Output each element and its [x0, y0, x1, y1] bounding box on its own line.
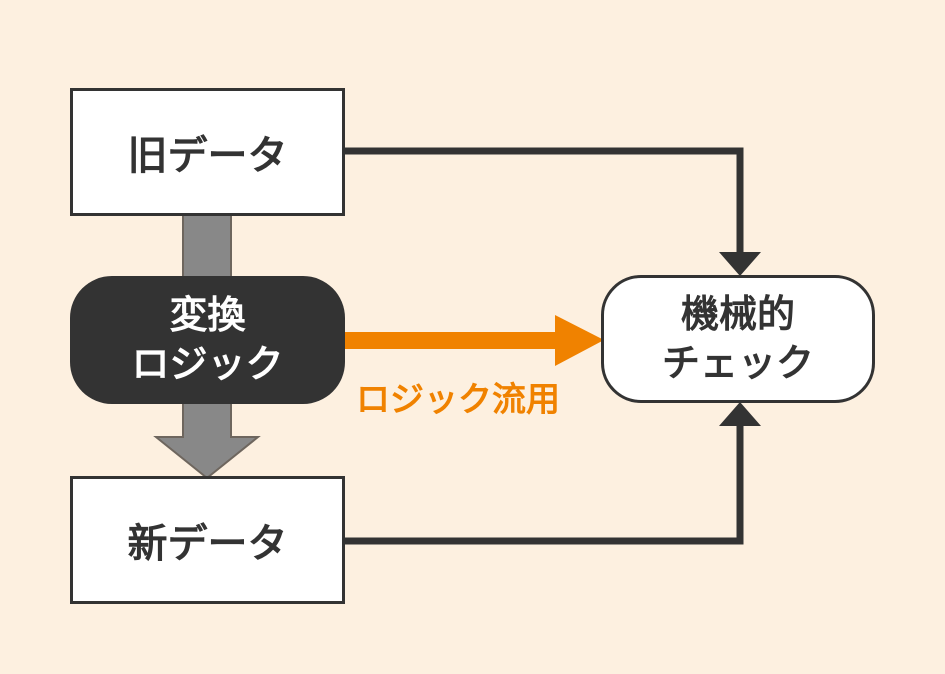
node-new-data: 新データ — [70, 476, 345, 604]
node-old-data: 旧データ — [70, 88, 345, 216]
arrowhead-up-icon — [719, 402, 761, 426]
reuse-arrowhead-icon — [555, 315, 604, 366]
node-transform-logic: 変換 ロジック — [70, 276, 345, 404]
node-mechanical-check-line2: チェック — [661, 341, 814, 385]
node-transform-logic-line2: ロジック — [131, 342, 284, 386]
edge-label-logic-reuse: ロジック流用 — [356, 380, 560, 420]
node-new-data-label: 新データ — [127, 521, 288, 567]
connector-old-to-check — [344, 147, 744, 258]
node-transform-logic-line1: 変換 — [169, 292, 246, 337]
connector-new-to-check — [344, 420, 744, 545]
node-mechanical-check: 機械的 チェック — [601, 275, 875, 403]
node-mechanical-check-line1: 機械的 — [680, 291, 795, 336]
reuse-arrow-shaft — [344, 332, 559, 349]
arrowhead-down-icon — [719, 252, 761, 276]
node-old-data-label: 旧データ — [127, 133, 288, 179]
